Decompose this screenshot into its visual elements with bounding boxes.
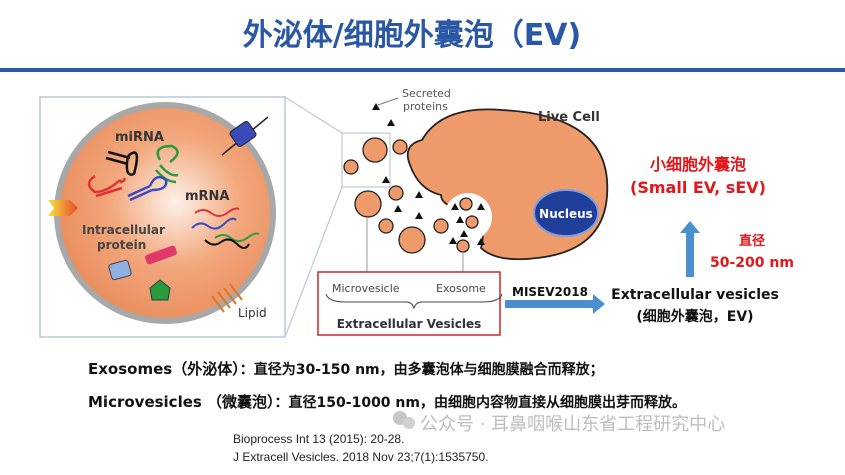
mirna-label: miRNA (115, 130, 164, 145)
mirna-icon (87, 144, 179, 202)
definition-microvesicles: Microvesicles （微囊泡）：直径150-1000 nm，由细胞内容物… (88, 393, 686, 411)
protein-icon (149, 279, 171, 301)
term: Microvesicles （微囊泡） (88, 393, 275, 411)
secreted-protein-icons (372, 103, 485, 245)
protein-icon (108, 259, 132, 281)
intracellular-protein-label-2: protein (97, 238, 146, 252)
right-arrow-icon (505, 294, 605, 314)
sev-en: (Small EV, sEV) (630, 178, 766, 197)
secreted-label-2: proteins (403, 100, 448, 113)
misev-label: MISEV2018 (512, 285, 588, 299)
channel-protein-icon (221, 116, 269, 156)
mrna-label: mRNA (185, 189, 230, 204)
exosome-label: Exosome (436, 282, 486, 295)
nucleus (533, 189, 599, 237)
definition-exosomes: Exosomes（外泌体）：直径为30-150 nm，由多囊泡体与细胞膜融合而释… (88, 360, 604, 378)
microvesicle-label: Microvesicle (332, 282, 400, 295)
description: ：直径为30-150 nm，由多囊泡体与细胞膜融合而释放； (240, 361, 604, 378)
ev-label-en: Extracellular vesicles (611, 287, 779, 303)
ev-box (317, 271, 501, 336)
secreted-label-1: Secreted (402, 87, 451, 100)
live-cell-diagram: Nucleus Live Cell Secreted proteins (343, 87, 609, 274)
nucleus-label: Nucleus (539, 207, 593, 221)
reference-1: Bioprocess Int 13 (2015): 20-28. (233, 432, 404, 446)
up-arrow-icon (680, 221, 700, 277)
sev-cn: 小细胞外囊泡 (650, 155, 746, 174)
diameter-label: 直径 (739, 233, 765, 249)
watermark: 公众号 · 耳鼻咽喉山东省工程研究中心 (393, 411, 725, 435)
term: Exosomes（外泌体） (88, 360, 240, 378)
lipid-label: Lipid (238, 306, 267, 320)
slide-title: 外泌体/细胞外囊泡（EV) (243, 18, 581, 53)
live-cell (406, 108, 609, 261)
vesicles (343, 137, 479, 254)
brace (325, 293, 503, 310)
description: ：直径150-1000 nm，由细胞内容物直接从细胞膜出芽而释放。 (275, 394, 686, 411)
mrna-icon (191, 207, 260, 249)
live-cell-label: Live Cell (538, 110, 600, 125)
protein-icon (145, 245, 177, 265)
intracellular-protein-label-1: Intracellular (82, 223, 165, 237)
title-divider (0, 68, 845, 72)
reference-2: J Extracell Vesicles. 2018 Nov 23;7(1):1… (233, 450, 488, 464)
watermark-text: 公众号 · 耳鼻咽喉山东省工程研究中心 (420, 414, 725, 435)
ev-label-cn: (细胞外囊泡，EV) (636, 308, 753, 325)
zoom-connector (284, 96, 391, 338)
ligand-tag-icon (48, 200, 78, 216)
vesicle-inset: miRNA mRNA Intracellular protein Lipid (39, 96, 286, 338)
lipid-icon (211, 283, 243, 313)
diameter-value: 50-200 nm (710, 255, 794, 271)
ev-box-label: Extracellular Vesicles (337, 317, 482, 331)
